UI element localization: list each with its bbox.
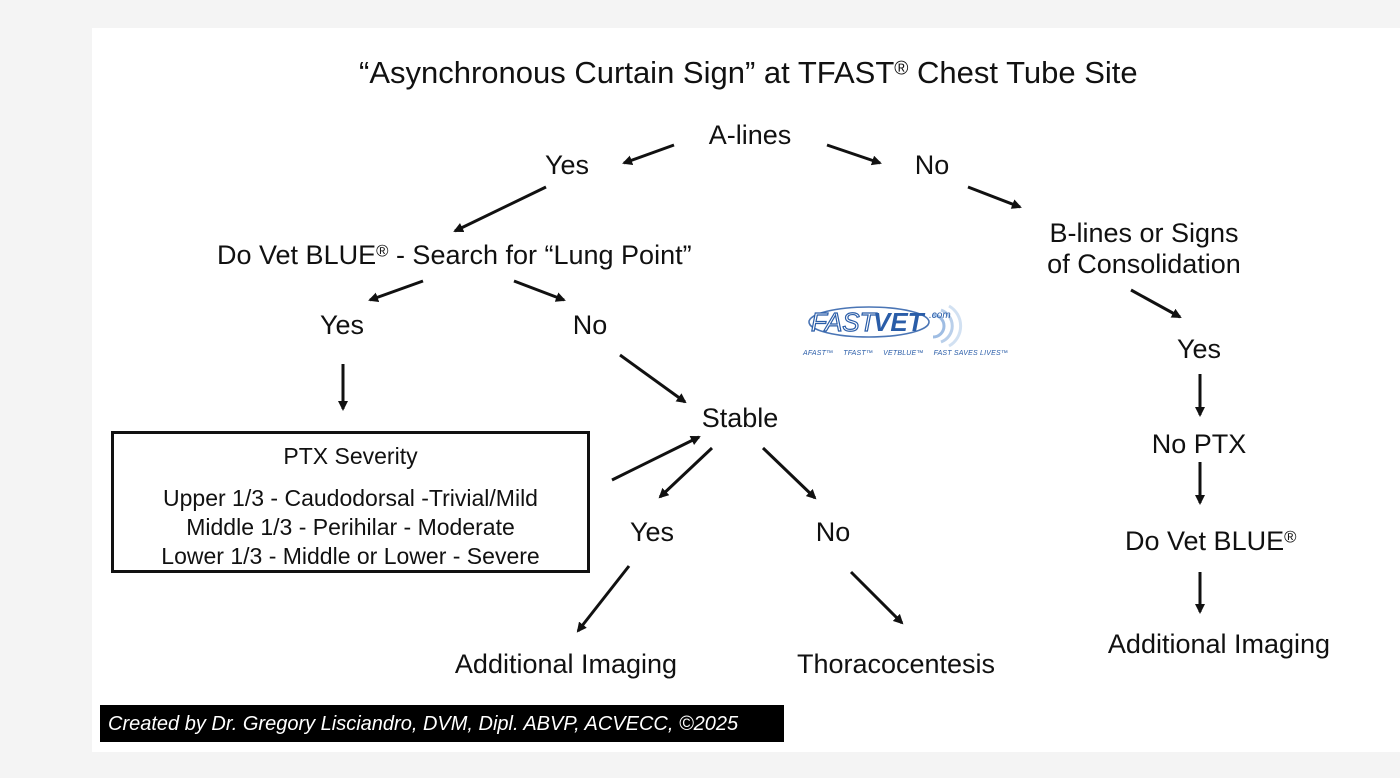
node-yes-lung-point: Yes <box>319 310 365 340</box>
node-additional-imaging-left: Additional Imaging <box>454 649 678 679</box>
ptx-severity-box: PTX Severity Upper 1/3 - Caudodorsal -Tr… <box>111 431 590 573</box>
title-text: “Asynchronous Curtain Sign” at TFAST <box>359 55 895 90</box>
node-stable: Stable <box>701 403 779 433</box>
arrow-no-to-stable <box>619 353 687 404</box>
logo-domain: .com <box>929 310 951 321</box>
diagram-title: “Asynchronous Curtain Sign” at TFAST® Ch… <box>359 57 1138 88</box>
credit-banner: Created by Dr. Gregory Lisciandro, DVM, … <box>100 705 784 742</box>
node-additional-imaging-right: Additional Imaging <box>1107 629 1331 659</box>
node-b-lines-line2: of Consolidation <box>1047 249 1241 279</box>
vet-blue-label: Do Vet BLUE <box>217 240 377 270</box>
vet-blue-registered-mark: ® <box>376 241 389 261</box>
tagline-tfast: TFAST™ <box>843 350 874 357</box>
arrow-blines-to-yes <box>1130 288 1182 319</box>
arrow-stable-to-no <box>761 446 817 500</box>
arrow-no-to-thoracocentesis <box>849 570 904 625</box>
arrow-no-to-blines <box>967 185 1022 209</box>
logo-brand-right: VET <box>873 307 926 337</box>
ptx-severity-lower: Lower 1/3 - Middle or Lower - Severe <box>161 543 540 569</box>
title-suffix: Chest Tube Site <box>908 55 1138 90</box>
arrow-ptx-box-to-stable <box>611 435 701 482</box>
node-do-vet-blue-lung-point: Do Vet BLUE® - Search for “Lung Point” <box>217 242 692 269</box>
logo-tagline: AFAST™ TFAST™ VETBLUE™ FAST SAVES LIVES™ <box>803 350 1011 357</box>
slide-background <box>92 28 1400 752</box>
credit-text: Created by Dr. Gregory Lisciandro, DVM, … <box>108 713 739 735</box>
node-do-vet-blue-right: Do Vet BLUE® <box>1125 528 1296 555</box>
node-yes-stable: Yes <box>629 517 675 547</box>
vet-blue-right-label: Do Vet BLUE <box>1125 526 1285 556</box>
node-no-a-lines: No <box>914 150 950 180</box>
arrow-yes-to-imaging <box>576 565 631 633</box>
tagline-fast-saves-lives: FAST SAVES LIVES™ <box>933 350 1009 357</box>
ptx-severity-middle: Middle 1/3 - Perihilar - Moderate <box>186 514 515 540</box>
node-no-ptx: No PTX <box>1151 429 1247 459</box>
node-a-lines: A-lines <box>708 120 792 150</box>
tagline-afast: AFAST™ <box>803 350 834 357</box>
tagline-vetblue: VETBLUE™ <box>883 350 924 357</box>
arrow-vetblue-to-no <box>513 279 566 302</box>
ptx-severity-upper: Upper 1/3 - Caudodorsal -Trivial/Mild <box>163 485 538 511</box>
node-yes-a-lines: Yes <box>544 150 590 180</box>
arrow-alines-to-yes <box>622 143 675 165</box>
vet-blue-right-registered-mark: ® <box>1284 527 1297 547</box>
arrow-vetblue-to-yes <box>368 279 424 303</box>
title-registered-mark: ® <box>894 58 909 80</box>
node-no-lung-point: No <box>572 310 608 340</box>
node-no-stable: No <box>815 517 851 547</box>
lung-point-label: - Search for “Lung Point” <box>388 240 692 270</box>
node-yes-right: Yes <box>1176 334 1222 364</box>
fastvet-logo: FAST VET .com <box>808 304 963 348</box>
arrow-yes-to-vetblue <box>453 185 547 233</box>
arrow-stable-to-yes <box>658 446 714 499</box>
node-b-lines-line1: B-lines or Signs <box>1049 218 1239 248</box>
ptx-severity-heading: PTX Severity <box>283 443 418 469</box>
node-thoracocentesis: Thoracocentesis <box>796 649 996 679</box>
logo-brand-left: FAST <box>811 307 878 337</box>
arrow-alines-to-no <box>826 143 882 166</box>
